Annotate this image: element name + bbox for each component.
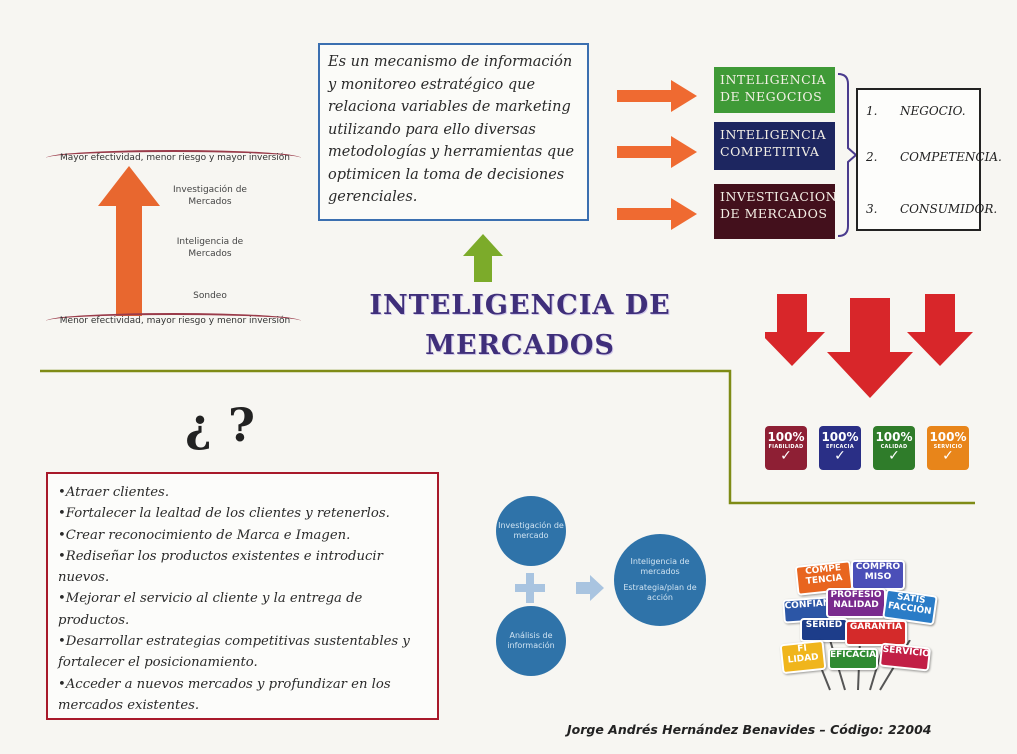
check-icon: ✓ — [888, 448, 900, 464]
purpose-item: •Rediseñar los productos existentes e in… — [58, 548, 383, 586]
list-num-2: 2. — [866, 150, 878, 164]
page-title-line1: INTELIGENCIA DE — [369, 290, 671, 321]
author-footer: Jorge Andrés Hernández Benavides – Códig… — [567, 722, 932, 737]
purpose-item: •Desarrollar estrategias competitivas su… — [58, 634, 410, 671]
pyramid-level-1: Investigación de Mercados — [173, 185, 247, 207]
purpose-item: •Mejorar el servicio al cliente y la ent… — [58, 591, 363, 628]
list-item-2: COMPETENCIA. — [900, 150, 1002, 164]
sign-fidelidad: FI LIDAD — [779, 639, 827, 675]
purpose-item: •Fortalecer la lealtad de los clientes y… — [58, 506, 390, 522]
list-item-3: CONSUMIDOR. — [900, 202, 998, 216]
green-up-arrow-icon — [463, 234, 503, 282]
orange-arrow-icon — [617, 198, 697, 230]
pyramid-level-3: Sondeo — [193, 291, 227, 301]
pyramid-bottom-label: Menor efectividad, mayor riesgo y menor … — [59, 316, 291, 326]
right-arrow-icon — [576, 575, 604, 601]
top-curve — [46, 150, 301, 166]
list-num-3: 3. — [866, 202, 878, 216]
list-num-1: 1. — [866, 104, 878, 118]
sign-profesionalidad: PROFESIO NALIDAD — [826, 588, 886, 618]
pyramid-level-2: Inteligencia de Mercados — [176, 237, 244, 259]
plus-icon — [515, 573, 545, 603]
category-competitive-intelligence: INTELIGENCIA COMPETITIVA — [714, 122, 835, 170]
circle-market-research: Investigación de mercado — [496, 496, 566, 566]
definition-box: Es un mecanismo de información y monitor… — [318, 43, 589, 221]
sign-seriedad: SERIED — [800, 618, 848, 642]
check-icon: ✓ — [780, 448, 792, 464]
orange-arrow-icon — [617, 80, 697, 112]
check-icon: ✓ — [942, 448, 954, 464]
list-item-1: NEGOCIO. — [900, 104, 966, 118]
purpose-item: •Atraer clientes. — [58, 485, 170, 500]
circle-market-intelligence: Inteligencia de mercados Estrategia/plan… — [614, 534, 706, 626]
red-down-arrows-icon — [765, 294, 973, 398]
badge-eficacia: 100% EFICACIA ✓ — [819, 426, 861, 470]
divider-line — [40, 369, 975, 505]
badge-calidad: 100% CALIDAD ✓ — [873, 426, 915, 470]
category-market-research: INVESTIGACION DE MERCADOS — [714, 184, 837, 239]
pyramid-top-label: Mayor efectividad, menor riesgo y mayor … — [60, 153, 290, 163]
sign-garantia: GARANTÍA — [845, 620, 907, 646]
badge-fiabilidad: 100% FIABILIDAD ✓ — [765, 426, 807, 470]
purposes-box: •Atraer clientes. •Fortalecer la lealtad… — [46, 472, 439, 720]
bottom-curve — [46, 313, 301, 329]
bracket-icon — [837, 73, 858, 237]
badge-servicio: 100% SERVICIO ✓ — [927, 426, 969, 470]
orange-arrow-icon — [617, 136, 697, 168]
category-business-intelligence: INTELIGENCIA DE NEGOCIOS — [714, 67, 835, 113]
sign-eficacia: EFICACIA — [828, 648, 878, 670]
purpose-item: •Crear reconocimiento de Marca e Imagen. — [58, 527, 351, 543]
sign-compromiso: COMPRO MISO — [851, 560, 905, 590]
purpose-item: •Acceder a nuevos mercados y profundizar… — [58, 676, 391, 713]
sign-servicio: SERVICIO — [878, 642, 932, 672]
focus-list: 1. NEGOCIO. 2. COMPETENCIA. 3. CONSUMIDO… — [856, 88, 1002, 231]
page-title-line2: MERCADOS — [425, 330, 615, 361]
up-arrow-icon — [98, 166, 160, 316]
circle-information-analysis: Análisis de información — [496, 606, 566, 676]
check-icon: ✓ — [834, 448, 846, 464]
question-marks: ¿ ? — [185, 398, 255, 452]
